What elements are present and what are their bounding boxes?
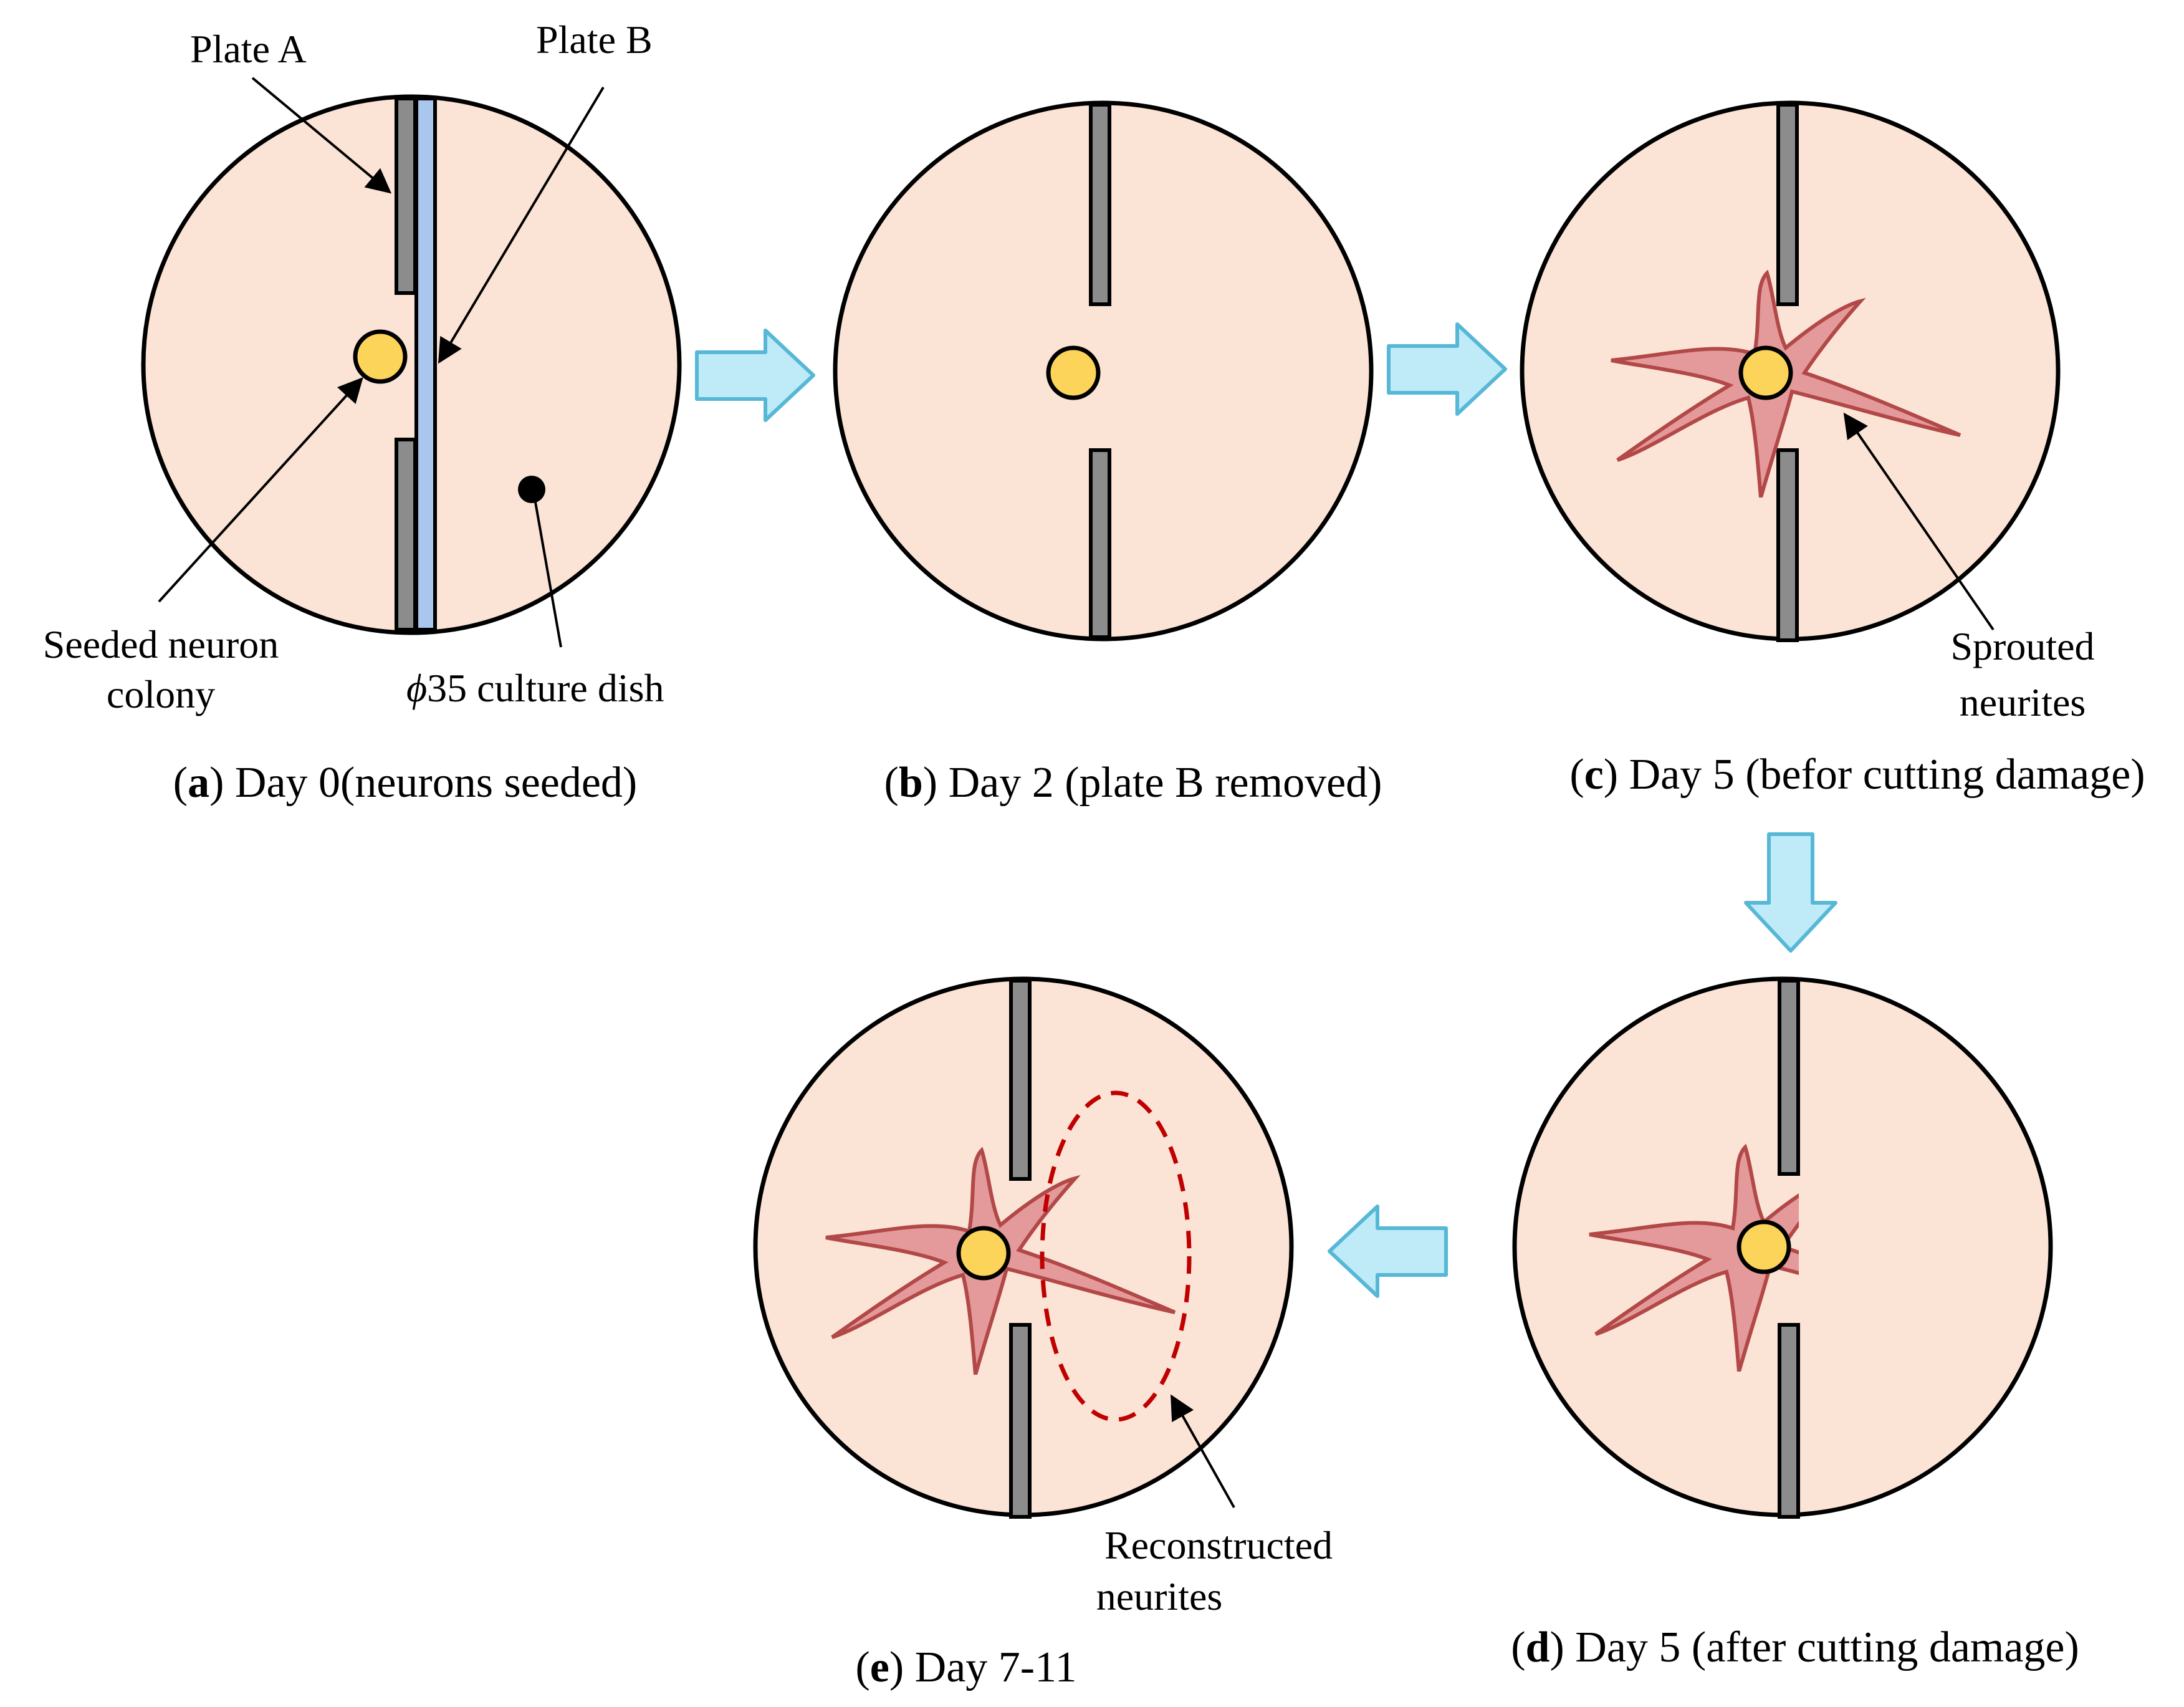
dish-marker-dot — [518, 476, 545, 503]
flow-arrow-a-to-b — [695, 329, 815, 422]
neuron-colony-b — [1046, 345, 1101, 400]
neuron-colony-d — [1736, 1219, 1791, 1274]
pointer-plate-b — [438, 86, 605, 364]
label-plate-b: Plate B — [536, 17, 653, 62]
panel-c: Sprouted neurites (c) Day 5 (befor cutti… — [1520, 100, 2145, 799]
plate-b — [414, 97, 437, 632]
label-colony-line2: colony — [107, 672, 215, 716]
label-neurites-line2: neurites — [1960, 680, 2086, 724]
label-neurites-line1: Sprouted — [1950, 624, 2094, 668]
label-plate-a: Plate A — [190, 27, 307, 71]
pointer-colony — [158, 377, 363, 603]
panel-a: Plate A Plate B Seeded neuron colony ϕ35… — [43, 17, 682, 807]
plate-a-top-d — [1778, 979, 1800, 1176]
caption-c: (c) Day 5 (befor cutting damage) — [1569, 751, 2145, 799]
plate-a-bottom-c — [1776, 448, 1799, 642]
caption-e: (e) Day 7-11 — [855, 1643, 1076, 1691]
label-recon-line1: Reconstructed — [1104, 1523, 1333, 1567]
plate-a-top — [395, 97, 417, 295]
label-dish: ϕ35 culture dish — [406, 666, 664, 710]
neuron-colony-c — [1738, 345, 1793, 400]
flow-arrow-b-to-c — [1387, 322, 1507, 416]
neuron-colony-e — [956, 1226, 1011, 1281]
panel-e: Reconstructed neurites (e) Day 7-11 — [753, 976, 1333, 1691]
flow-arrow-d-to-e — [1328, 1205, 1448, 1298]
caption-b: (b) Day 2 (plate B removed) — [884, 759, 1382, 807]
label-colony-line1: Seeded neuron — [43, 622, 279, 666]
caption-d: (d) Day 5 (after cutting damage) — [1511, 1623, 2079, 1671]
plate-a-top-e — [1009, 979, 1032, 1181]
panel-d: (d) Day 5 (after cutting damage) — [1511, 976, 2079, 1671]
reconstructed-region-ellipse — [1040, 1090, 1192, 1422]
plate-a-bottom-b — [1089, 448, 1111, 639]
plate-a-top-b — [1089, 103, 1111, 306]
plate-a-bottom — [395, 438, 417, 632]
plate-a-bottom-e — [1009, 1323, 1032, 1519]
caption-a: (a) Day 0(neurons seeded) — [173, 759, 637, 807]
neuron-colony-a — [353, 329, 408, 384]
pointer-reconstructed — [1171, 1394, 1235, 1508]
label-recon-line2: neurites — [1096, 1574, 1223, 1618]
pointer-dish — [534, 498, 562, 648]
flow-arrow-c-to-d — [1744, 832, 1837, 953]
plate-a-bottom-d — [1778, 1323, 1800, 1519]
pointer-neurites — [1843, 412, 1995, 631]
panel-b: (b) Day 2 (plate B removed) — [833, 100, 1382, 807]
plate-a-top-c — [1776, 103, 1799, 306]
pointer-plate-a — [251, 77, 392, 194]
